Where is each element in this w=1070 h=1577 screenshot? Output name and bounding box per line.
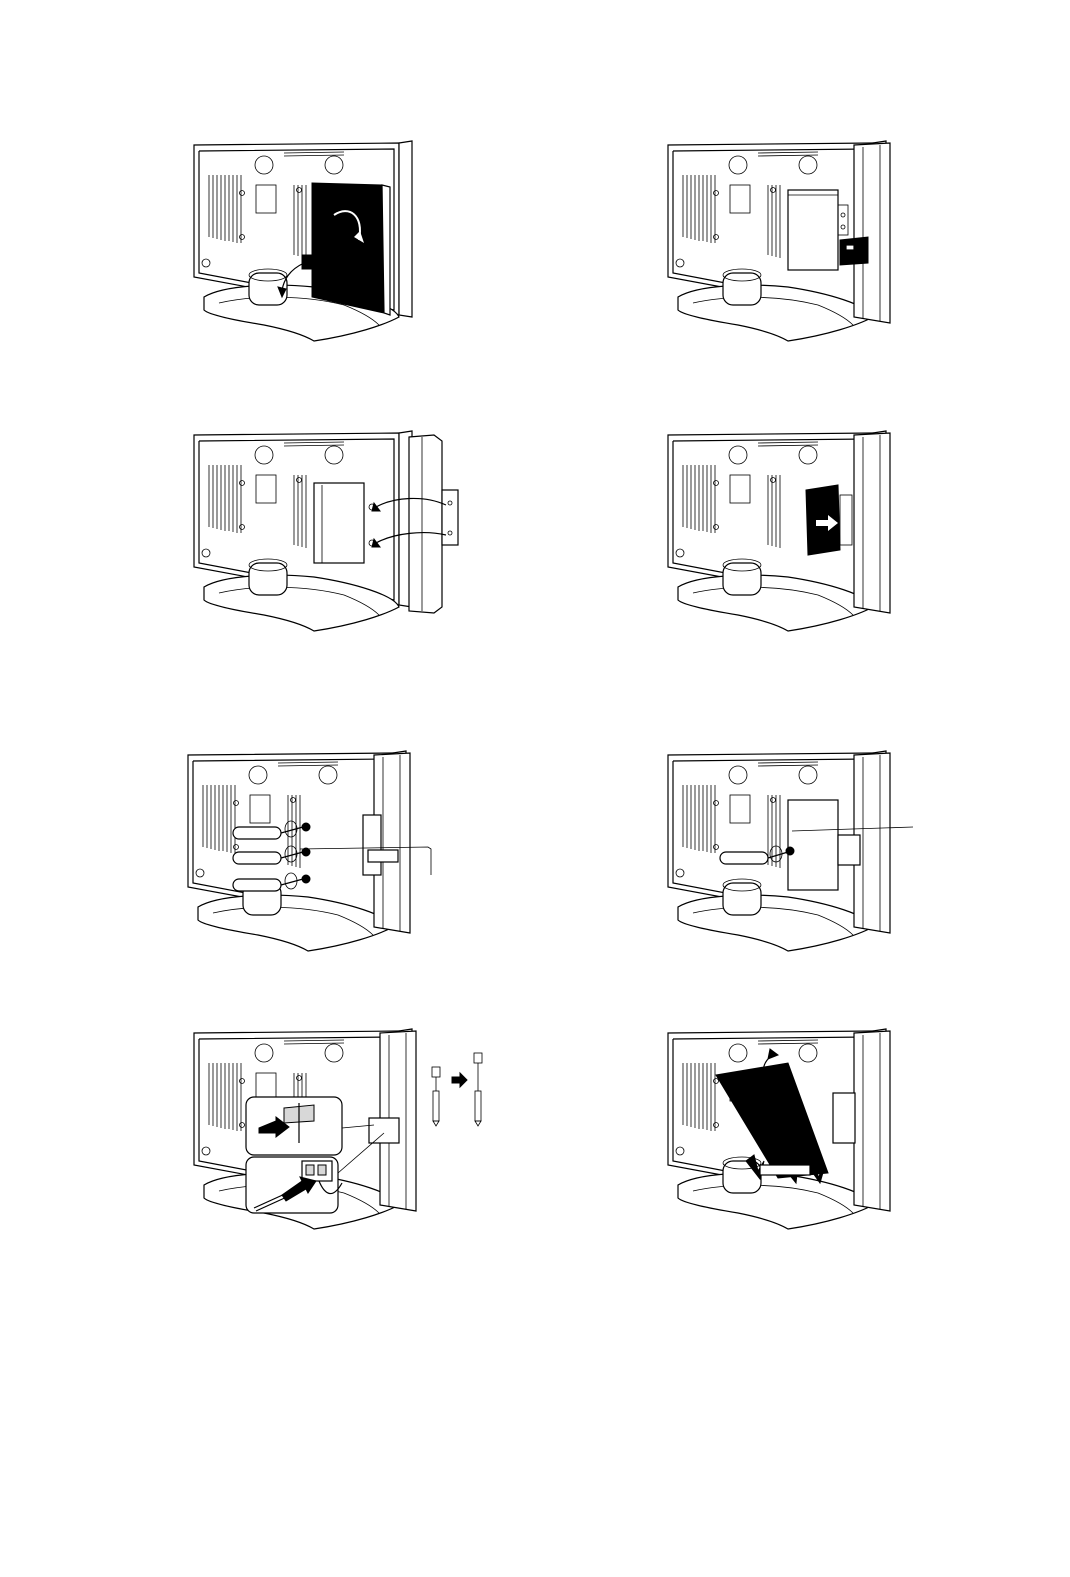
plug-diagram bbox=[432, 1053, 482, 1126]
figure-step-4 bbox=[668, 435, 898, 635]
tv-rear-attach-speaker-icon bbox=[194, 435, 464, 635]
tv-rear-remove-cover-icon bbox=[194, 145, 424, 345]
figure-step-2 bbox=[668, 145, 898, 345]
figure-step-7 bbox=[194, 1033, 494, 1233]
rear-cover bbox=[312, 183, 384, 313]
tv-rear-cable-connection-detail-icon bbox=[194, 1033, 494, 1233]
figure-step-8 bbox=[668, 1033, 898, 1233]
figure-step-3 bbox=[194, 435, 464, 635]
figure-step-1 bbox=[194, 145, 424, 345]
tv-rear-speaker-bracket-icon bbox=[668, 145, 898, 345]
figure-step-6 bbox=[668, 755, 928, 955]
tv-rear-replace-cover-icon bbox=[668, 1033, 898, 1233]
tv-rear-screwdriver-three-screws-icon bbox=[188, 755, 448, 955]
tv-rear-insert-connector-icon bbox=[668, 435, 898, 635]
tv-rear-screwdriver-one-screw-icon bbox=[668, 755, 928, 955]
figure-step-5 bbox=[188, 755, 448, 955]
